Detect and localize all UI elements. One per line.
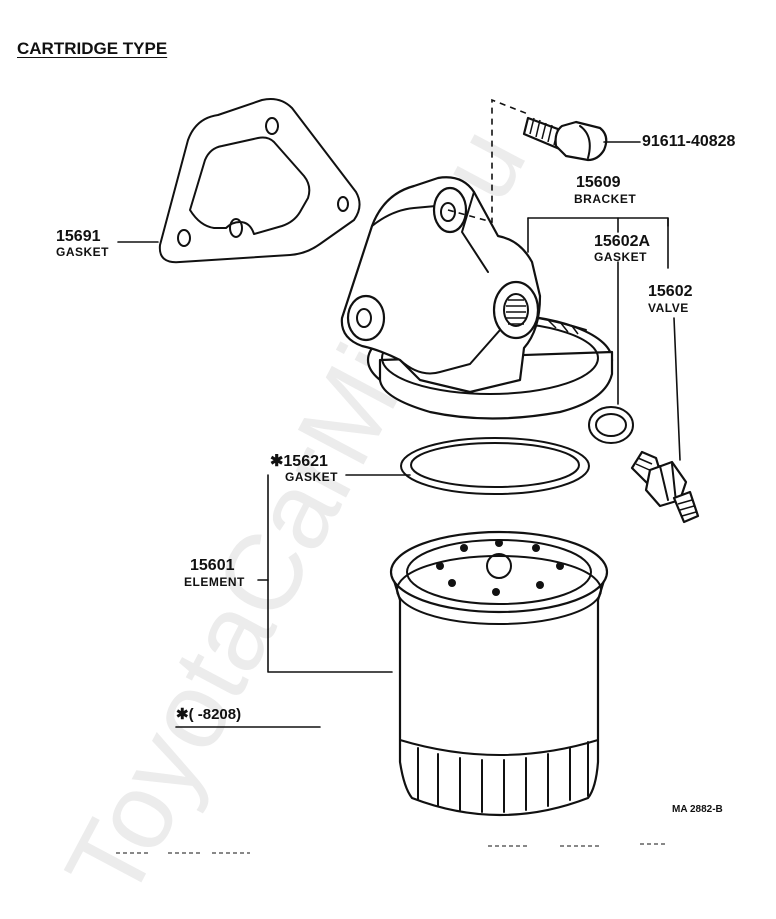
element-gasket-part-number: ✱15621 (270, 453, 328, 470)
element-part-name: ELEMENT (184, 575, 245, 589)
dashed-guide-line (447, 98, 529, 224)
element-gasket-part-name: GASKET (285, 470, 339, 484)
bracket-drawing (340, 176, 614, 420)
bolt-part-number: 91611-40828 (642, 133, 736, 150)
leader-lines (116, 141, 681, 854)
page-title: CARTRIDGE TYPE (17, 39, 168, 58)
bracket-part-number: 15609 (576, 174, 621, 191)
applicability-note: ✱( -8208) (176, 706, 242, 723)
gasket-a-part-name: GASKET (594, 250, 648, 264)
valve-part-number: 15602 (648, 283, 693, 300)
element-part-number: 15601 (190, 557, 235, 574)
mount-gasket-part-number: 15691 (56, 228, 101, 245)
element-gasket-drawing (400, 437, 590, 495)
drawing-code: MA 2882-B (672, 804, 723, 815)
gasket-a-part-number: 15602A (594, 233, 651, 250)
valve-part-name: VALVE (648, 301, 689, 315)
bracket-part-name: BRACKET (574, 192, 637, 206)
mount-gasket-part-name: GASKET (56, 245, 110, 259)
small-gasket-drawing (588, 406, 634, 444)
valve-drawing (630, 450, 700, 524)
filter-element-drawing (389, 530, 609, 817)
bolt-drawing (522, 116, 608, 162)
mount-gasket-drawing (158, 98, 361, 264)
